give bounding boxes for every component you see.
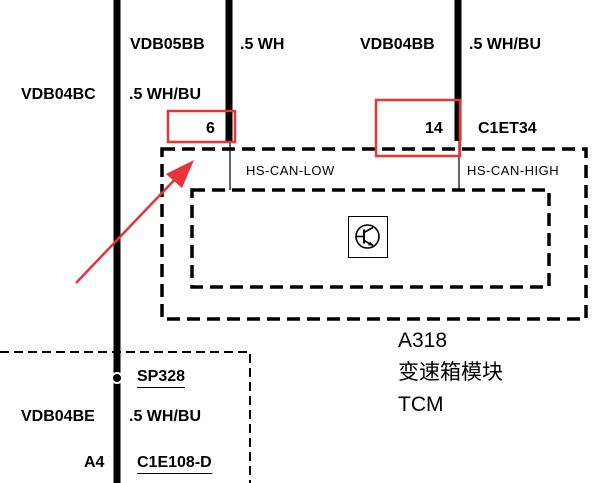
highlight-pin-high (374, 98, 462, 158)
connector-c1et34-outline (160, 147, 588, 321)
transistor-icon (348, 216, 388, 258)
module-tcm-outline (190, 188, 551, 289)
splice-dot (111, 372, 123, 384)
wire-spec-vdb04bb: .5 WH/BU (469, 36, 541, 53)
red-arrow-line (75, 171, 183, 284)
signal-hs-can-low: HS-CAN-LOW (246, 163, 335, 178)
wire-code-vdb04bc: VDB04BC (21, 86, 96, 103)
wire-code-vdb04bb: VDB04BB (360, 36, 435, 53)
splice-id: SP328 (137, 369, 186, 388)
pin-number-high: 14 (425, 120, 443, 137)
wire-code-vdb05bb: VDB05BB (130, 36, 205, 53)
connector-id: C1ET34 (478, 120, 537, 137)
signal-hs-can-high: HS-CAN-HIGH (467, 163, 560, 178)
wire-spec-vdb04be: .5 WH/BU (129, 408, 201, 425)
red-arrow-head (166, 160, 194, 188)
module-name: 变速箱模块 (398, 361, 503, 384)
lower-connector-outline (0, 351, 251, 483)
highlight-pin-low (166, 109, 237, 144)
wire-spec-vdb04bc: .5 WH/BU (129, 86, 201, 103)
wire-spec-vdb05bb: .5 WH (240, 36, 285, 53)
lower-connector-id: C1E108-D (137, 455, 212, 474)
lower-pin: A4 (84, 454, 105, 471)
module-code: A318 (398, 329, 448, 352)
pin-number-low: 6 (206, 120, 215, 137)
module-abbr: TCM (398, 393, 444, 416)
wire-code-vdb04be: VDB04BE (21, 408, 95, 425)
